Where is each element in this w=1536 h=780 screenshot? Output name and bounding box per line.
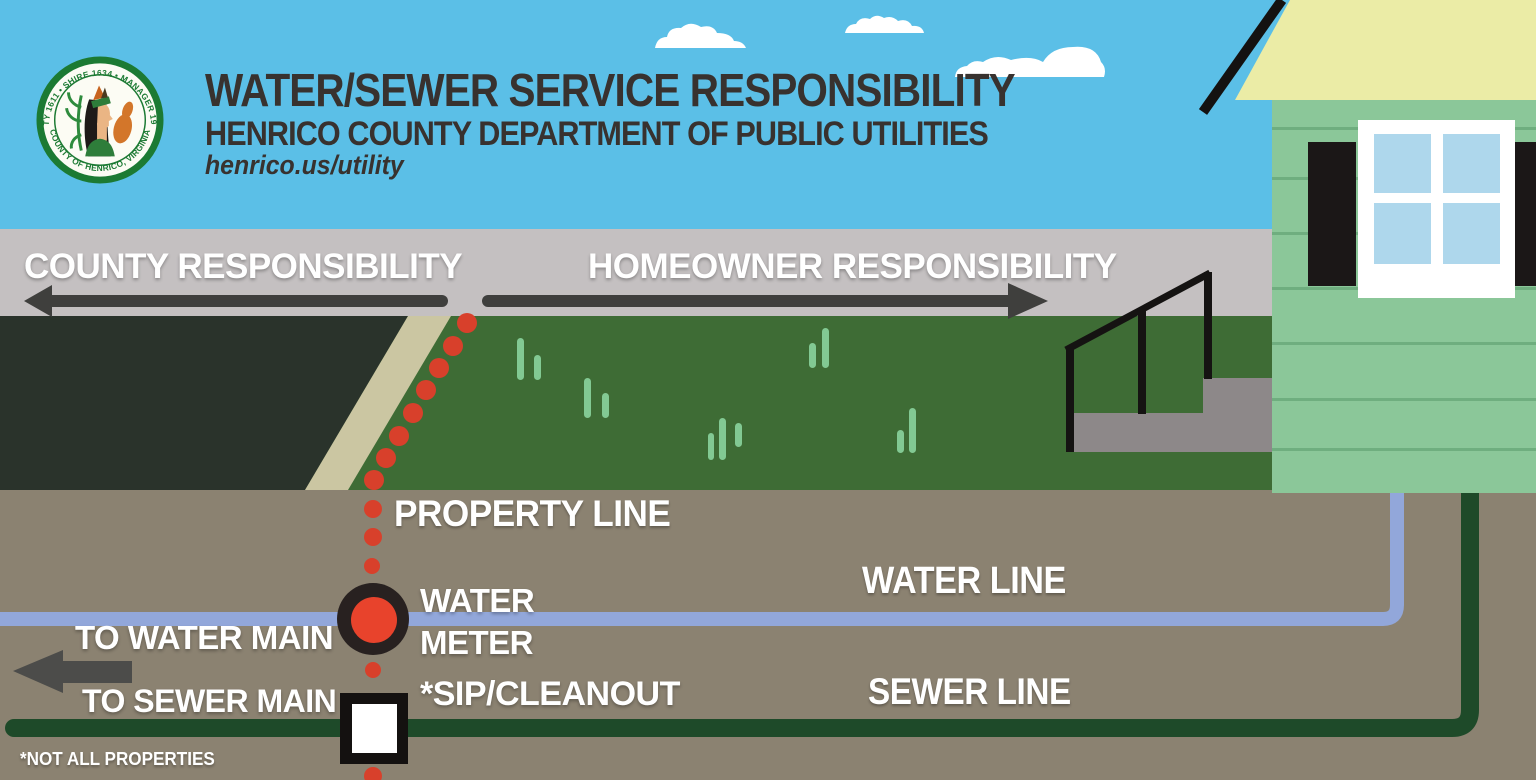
figure-face	[97, 102, 113, 129]
water-meter-label-line2: METER	[420, 624, 534, 661]
handrail-post	[1138, 309, 1146, 414]
property-line-dot	[457, 313, 477, 333]
sip-cleanout-label: *SIP/CLEANOUT	[420, 675, 680, 713]
siding-line	[1272, 398, 1536, 401]
property-line-dot	[389, 426, 409, 446]
page-subtitle: HENRICO COUNTY DEPARTMENT OF PUBLIC UTIL…	[205, 115, 989, 153]
county-arrowhead-icon	[24, 285, 52, 317]
water-meter-label: WATER METER	[420, 580, 535, 664]
handrail-post	[1066, 347, 1074, 452]
tobacco-leaf-icon	[113, 101, 134, 144]
footnote-label: *NOT ALL PROPERTIES	[20, 749, 215, 769]
property-line-dot	[364, 500, 382, 518]
sewer-pipe	[5, 483, 1479, 737]
property-line-dot	[364, 767, 382, 780]
seal-inner-ring	[53, 73, 147, 167]
grass-blades	[517, 328, 916, 460]
water-meter-label-line1: WATER	[420, 582, 535, 619]
cleanout-symbol	[340, 693, 408, 764]
sewer-line-label: SEWER LINE	[868, 671, 1071, 712]
grass-blade-icon	[897, 430, 904, 453]
water-meter-symbol	[337, 583, 409, 655]
homeowner-arrowhead-icon	[1008, 283, 1048, 319]
road-area	[0, 316, 408, 490]
page-title: WATER/SEWER SERVICE RESPONSIBILITY	[205, 64, 1016, 116]
property-line-dot	[364, 470, 384, 490]
county-responsibility-label: COUNTY RESPONSIBILITY	[24, 247, 463, 286]
figure-feather-dark	[100, 87, 108, 99]
water-pipe	[0, 492, 1404, 626]
cleanout-cap	[352, 704, 397, 753]
to-water-main-label: TO WATER MAIN	[75, 619, 334, 656]
grass-blade-icon	[534, 355, 541, 380]
figure-neck	[97, 122, 107, 141]
roof	[1235, 0, 1536, 100]
siding-line	[1272, 448, 1536, 451]
property-line-dot	[364, 528, 382, 546]
corn-stalk-icon	[65, 92, 83, 151]
grass-blade-icon	[517, 338, 524, 380]
grass-blade-icon	[909, 408, 916, 453]
window-pane	[1443, 203, 1500, 264]
roof-edge-line	[1198, 0, 1287, 115]
driveway-path	[305, 316, 451, 490]
water-line-label: WATER LINE	[862, 560, 1066, 602]
seal-figure	[84, 85, 115, 157]
property-line-dot	[443, 336, 463, 356]
window-pane	[1374, 134, 1431, 193]
property-line-dot	[376, 448, 396, 468]
grass-blade-icon	[708, 433, 714, 460]
property-line-dot	[364, 558, 380, 574]
step-upper	[1203, 378, 1272, 415]
county-arrow	[24, 285, 448, 317]
window-shutter-right	[1515, 142, 1536, 286]
figure-headband	[91, 96, 111, 109]
grass-blade-icon	[809, 343, 816, 368]
window-pane	[1443, 134, 1500, 193]
step-lower	[1068, 413, 1272, 452]
grass-blade-icon	[584, 378, 591, 418]
house	[1198, 0, 1536, 493]
homeowner-arrow	[482, 283, 1048, 319]
clouds	[655, 15, 1105, 77]
to-main-arrowhead-icon	[13, 650, 63, 693]
to-sewer-main-label: TO SEWER MAIN	[82, 683, 337, 719]
to-main-arrow	[13, 650, 132, 693]
cloud-icon	[655, 23, 746, 48]
siding-line	[1272, 342, 1536, 345]
porch-steps	[1068, 378, 1272, 452]
window-panes	[1374, 134, 1500, 264]
property-line-dots	[364, 313, 477, 780]
property-line-dot	[365, 662, 381, 678]
cloud-icon	[955, 46, 1105, 77]
homeowner-responsibility-label: HOMEOWNER RESPONSIBILITY	[588, 247, 1117, 286]
property-line-dot	[416, 380, 436, 400]
water-meter-dial	[351, 597, 397, 643]
grass-blade-icon	[735, 423, 742, 447]
window-shutter-left	[1308, 142, 1356, 286]
grass-blade-icon	[602, 393, 609, 418]
figure-dress	[85, 138, 115, 157]
grass-blade-icon	[822, 328, 829, 368]
cloud-icon	[845, 15, 924, 33]
property-line-dot	[403, 403, 423, 423]
window-pane	[1374, 203, 1431, 264]
handrail-post	[1204, 272, 1212, 379]
to-main-arrow-shaft	[58, 661, 132, 683]
utility-url: henrico.us/utility	[205, 150, 404, 180]
property-line-label: PROPERTY LINE	[394, 493, 671, 534]
handrail	[1064, 269, 1212, 452]
grass-blade-icon	[719, 418, 726, 460]
property-line-dot	[429, 358, 449, 378]
